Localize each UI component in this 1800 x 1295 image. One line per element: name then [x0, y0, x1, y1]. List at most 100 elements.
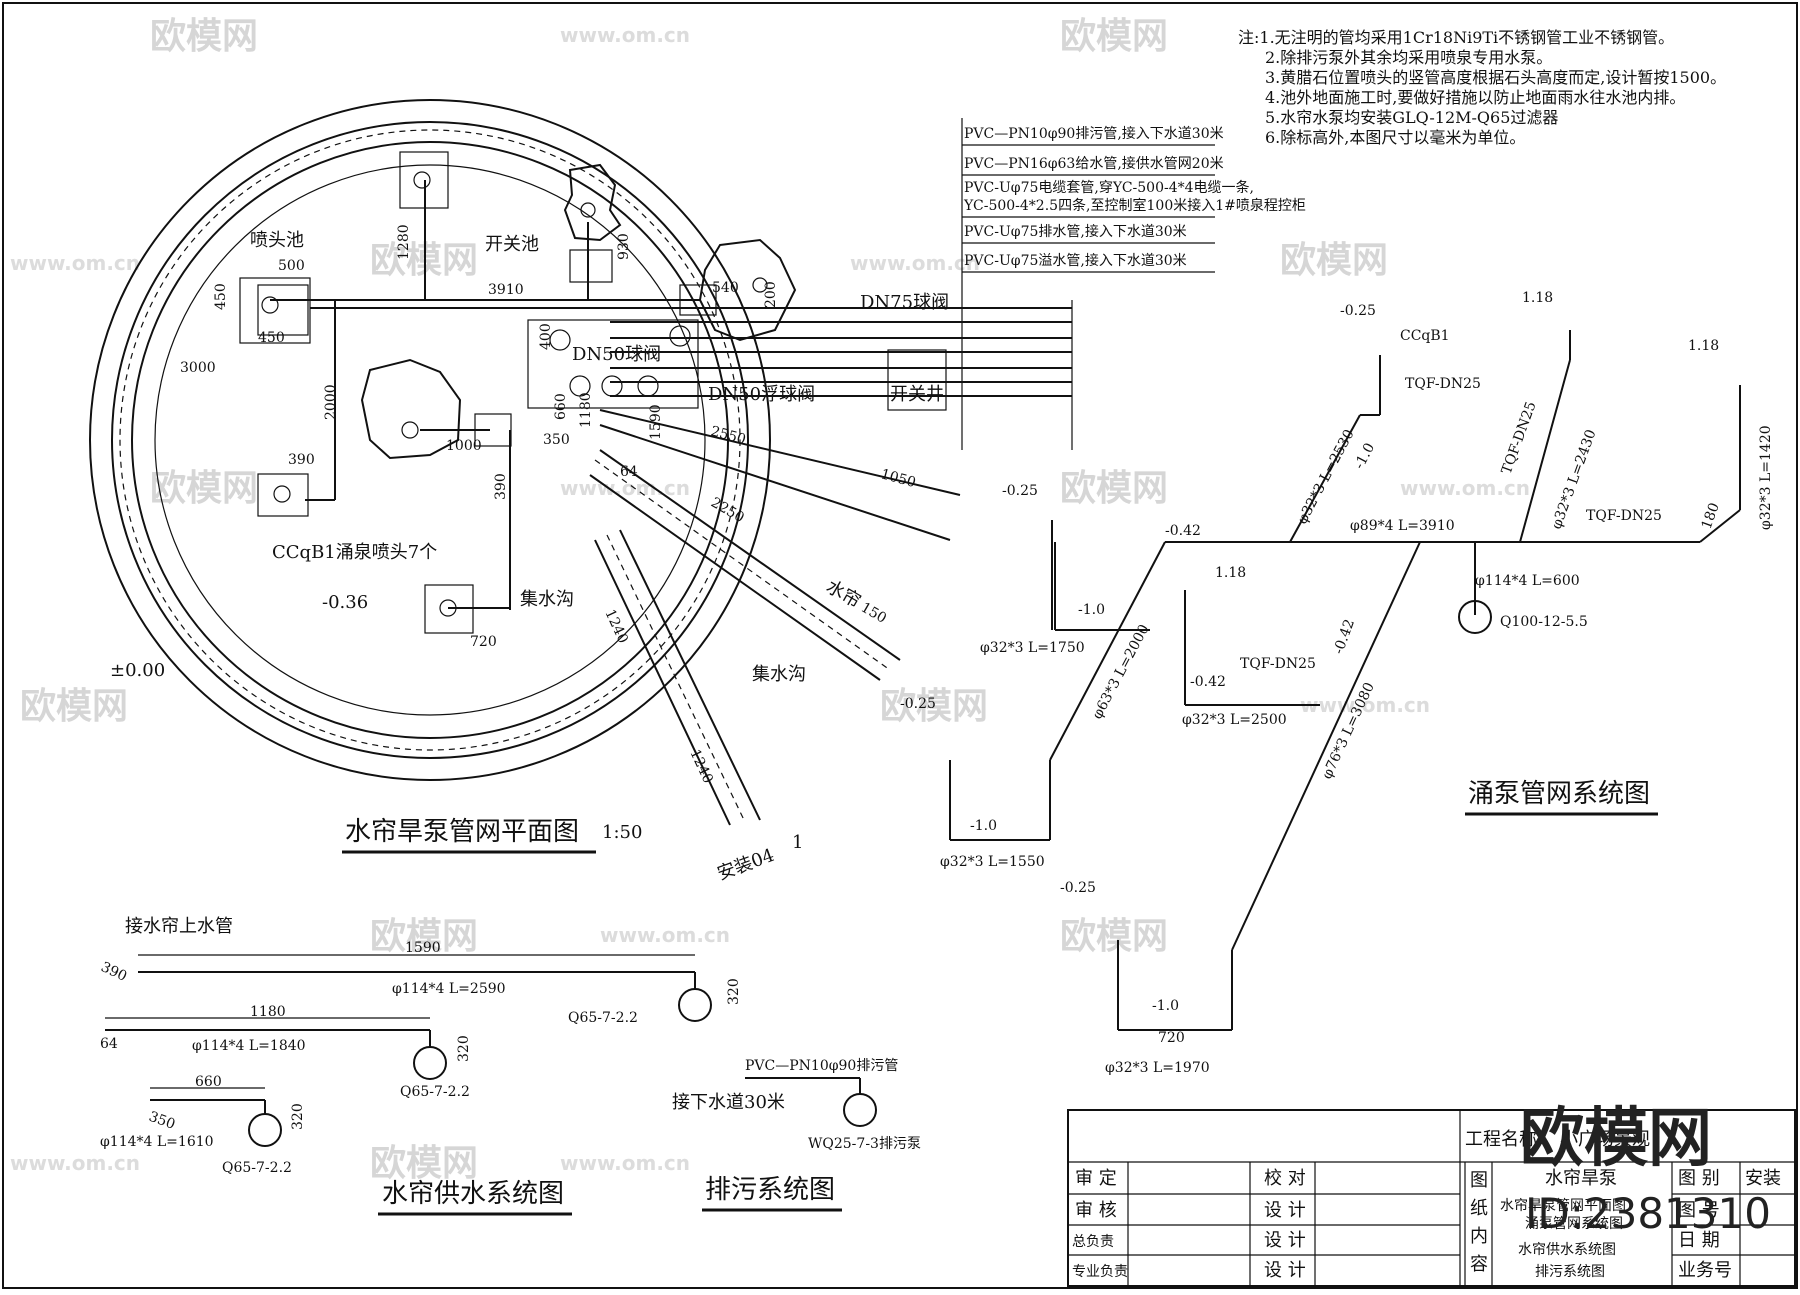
watermark-text: 欧模网	[880, 686, 988, 727]
svg-text:WQ25-7-3排污泵: WQ25-7-3排污泵	[808, 1136, 921, 1152]
plan-scale: 1:50	[602, 822, 642, 843]
svg-text:TQF-DN25: TQF-DN25	[1499, 400, 1540, 477]
svg-text:总负责: 总负责	[1072, 1234, 1114, 1250]
pump-house	[527, 319, 699, 409]
svg-text:内: 内	[1470, 1226, 1488, 1247]
watermark-url: www.om.cn	[560, 1151, 690, 1175]
svg-text:3000: 3000	[180, 360, 216, 376]
svg-text:水帘供水系统图: 水帘供水系统图	[1518, 1242, 1616, 1258]
elev-000: ±0.00	[110, 660, 165, 681]
svg-text:涌泵管网系统图: 涌泵管网系统图	[1525, 1216, 1623, 1232]
note-5: 5.水帘水泵均安装GLQ-12M-Q65过滤器	[1265, 108, 1558, 127]
svg-text:-1.0: -1.0	[1078, 602, 1105, 618]
svg-text:TQF-DN25: TQF-DN25	[1405, 376, 1481, 392]
svg-text:320: 320	[290, 1103, 306, 1130]
svg-text:φ114*4 L=1610: φ114*4 L=1610	[100, 1134, 214, 1150]
note-3: 3.黄腊石位置喷头的竖管高度根据石头高度而定,设计暂按1500。	[1265, 68, 1726, 87]
svg-text:150: 150	[858, 600, 889, 627]
svg-text:350: 350	[543, 432, 570, 448]
svg-text:专业负责: 专业负责	[1072, 1264, 1128, 1280]
svg-text:φ32*3 L=2530: φ32*3 L=2530	[1294, 427, 1357, 527]
svg-text:2250: 2250	[708, 495, 747, 527]
svg-text:-1.0: -1.0	[1351, 441, 1378, 472]
switch-pool-label: 开关池	[485, 234, 539, 255]
project-label: 工程名称	[1465, 1129, 1537, 1150]
svg-text:TQF-DN25: TQF-DN25	[1586, 508, 1662, 524]
svg-text:1.18: 1.18	[1522, 290, 1553, 306]
watermark-layer: 欧模网 www.om.cn 欧模网 欧模网 www.om.cn 欧模网 www.…	[10, 16, 1530, 1184]
svg-text:720: 720	[470, 634, 497, 650]
supply-title: 水帘供水系统图	[382, 1179, 564, 1209]
install-label: 安装04	[715, 845, 778, 885]
dn50-float-valve-label: DN50浮球阀	[708, 384, 815, 405]
svg-text:φ32*3 L=1750: φ32*3 L=1750	[980, 640, 1085, 656]
svg-text:720: 720	[1158, 1030, 1185, 1046]
supply-top-label: 接水帘上水管	[125, 916, 233, 937]
svg-text:3910: 3910	[488, 282, 524, 298]
pool-outer-ring	[89, 99, 771, 781]
pump-system-title: 涌泵管网系统图	[1468, 779, 1650, 809]
svg-text:930: 930	[616, 233, 632, 260]
note-4: 4.池外地面施工时,要做好措施以防止地面雨水往水池内排。	[1265, 88, 1685, 107]
general-notes: 注:1.无注明的管均采用1Cr18Ni9Ti不锈钢管工业不锈钢管。 2.除排污泵…	[1238, 28, 1726, 147]
watermark-url: www.om.cn	[560, 476, 690, 500]
elev-036: -0.36	[322, 592, 368, 613]
watermark-url: www.om.cn	[10, 251, 140, 275]
pump-q100-icon	[1458, 600, 1492, 634]
pipe-legend: PVC—PN10φ90排污管,接入下水道30米 PVC—PN16φ63给水管,接…	[610, 118, 1306, 450]
svg-text:400: 400	[538, 323, 554, 350]
nozzle-pool	[239, 277, 311, 344]
svg-text:660: 660	[553, 393, 569, 420]
svg-text:-0.42: -0.42	[1190, 674, 1226, 690]
pump-q65-icon-2	[413, 1046, 447, 1080]
nozzle-pool-label: 喷头池	[250, 230, 304, 251]
watermark-url: www.om.cn	[1400, 476, 1530, 500]
pipe-legend-5: PVC-Uφ75排水管,接入下水道30米	[964, 223, 1187, 240]
stamp-id: ID:2381310	[1525, 1189, 1771, 1238]
svg-text:纸: 纸	[1470, 1198, 1488, 1219]
svg-text:φ32*3 L=2500: φ32*3 L=2500	[1182, 712, 1287, 728]
stone-3	[360, 358, 462, 460]
watermark-text: 欧模网	[20, 686, 128, 727]
svg-text:450: 450	[258, 330, 285, 346]
pump-system-diagram: -0.42 φ89*4 L=3910 φ63*3 L=2000 -1.0 φ32…	[900, 290, 1774, 1076]
watermark-text: 欧模网	[370, 1143, 478, 1184]
note-1: 注:1.无注明的管均采用1Cr18Ni9Ti不锈钢管工业不锈钢管。	[1238, 28, 1674, 47]
dn50-ball-valve-label: DN50球阀	[572, 344, 661, 365]
svg-text:-1.0: -1.0	[970, 818, 997, 834]
dn75-valve-label: DN75球阀	[860, 292, 949, 313]
pump-q65-icon-3	[248, 1113, 282, 1147]
stamp-brand: 欧模网	[1520, 1102, 1712, 1176]
stone-1	[563, 163, 622, 242]
svg-text:64: 64	[100, 1036, 118, 1052]
pipe-legend-2: PVC—PN16φ63给水管,接供水管网20米	[964, 155, 1224, 172]
watermark-text: 欧模网	[1060, 916, 1168, 957]
svg-text:图: 图	[1470, 1170, 1488, 1191]
svg-text:1: 1	[792, 832, 803, 853]
watermark-url: www.om.cn	[600, 923, 730, 947]
svg-text:660: 660	[195, 1074, 222, 1090]
svg-text:φ32*3 L=1420: φ32*3 L=1420	[1758, 425, 1774, 530]
pipe-legend-3: PVC-Uφ75电缆套管,穿YC-500-4*4电缆一条,	[964, 179, 1254, 196]
watermark-text: 欧模网	[1060, 16, 1168, 57]
watermark-text: 欧模网	[1060, 468, 1168, 509]
svg-text:2000: 2000	[323, 384, 339, 420]
svg-text:设 计: 设 计	[1264, 1200, 1306, 1221]
sewage-title: 排污系统图	[705, 1175, 835, 1205]
svg-text:1280: 1280	[396, 224, 412, 260]
svg-text:-0.25: -0.25	[1002, 483, 1038, 499]
svg-text:1.18: 1.18	[1215, 565, 1246, 581]
svg-text:CCqB1: CCqB1	[1400, 328, 1450, 344]
svg-text:-0.25: -0.25	[900, 696, 936, 712]
svg-text:图 别: 图 别	[1678, 1168, 1720, 1189]
svg-text:Q100-12-5.5: Q100-12-5.5	[1500, 614, 1588, 630]
svg-text:450: 450	[213, 283, 229, 310]
svg-text:日 期: 日 期	[1678, 1230, 1720, 1251]
switch-well	[887, 349, 947, 411]
svg-text:390: 390	[98, 959, 129, 985]
svg-text:安装: 安装	[1745, 1168, 1781, 1189]
watermark-url: www.om.cn	[850, 251, 980, 275]
svg-text:φ63*3 L=2000: φ63*3 L=2000	[1089, 622, 1152, 722]
watermark-url: www.om.cn	[1300, 693, 1430, 717]
